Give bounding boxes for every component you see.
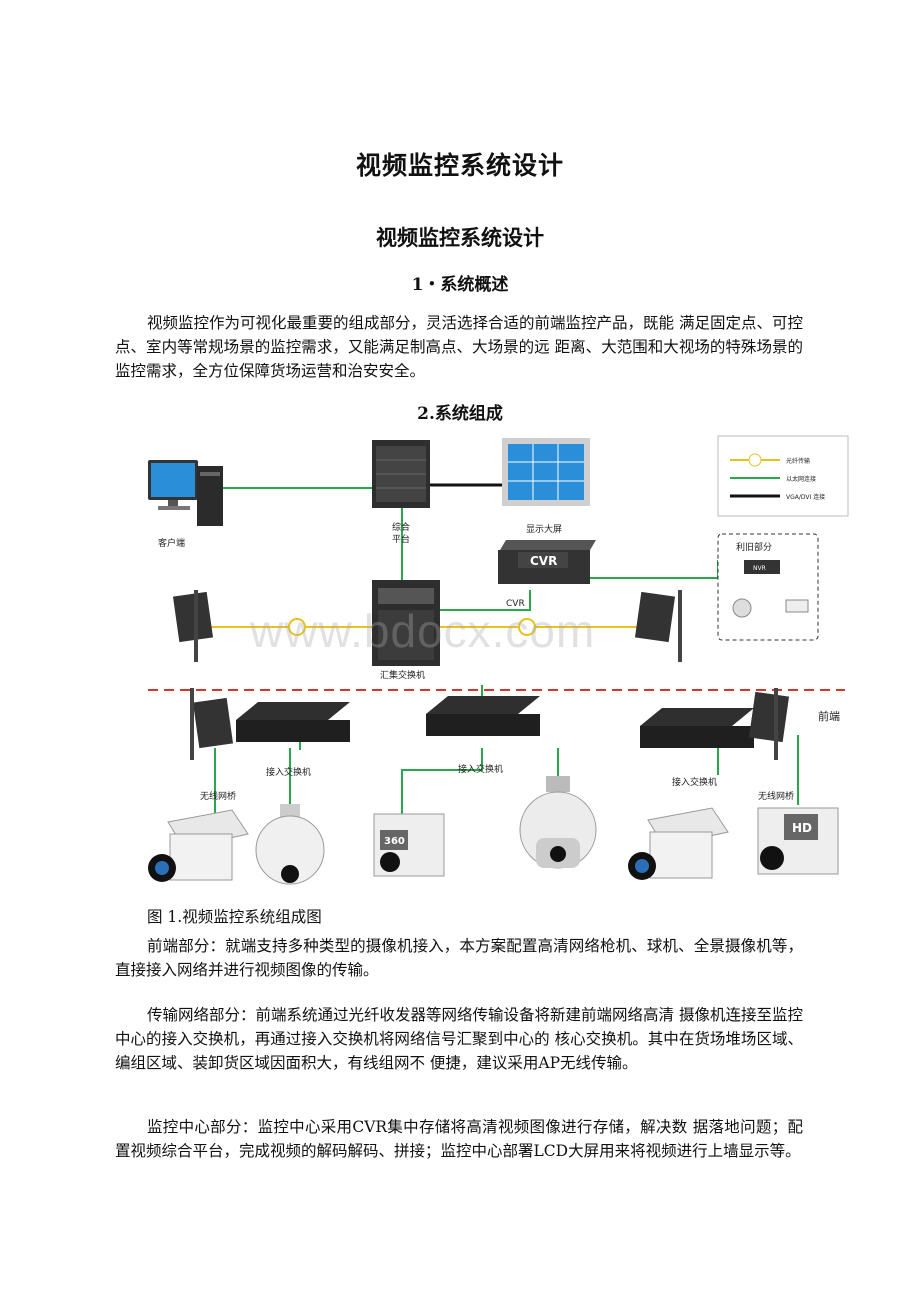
badge-360: 360 (384, 836, 405, 847)
hd-camera-icon (757, 807, 839, 875)
wireless-bridge-label-1: 无线网桥 (200, 790, 236, 802)
access-switch-label-1: 接入交换机 (266, 766, 311, 778)
legend-ethernet: 以太网连接 (786, 475, 816, 483)
section1-heading: 1・系统概述 (411, 275, 509, 295)
client-pc-icon (148, 460, 223, 526)
wireless-bridge-icon (172, 590, 682, 662)
access-switch-icon (236, 696, 754, 748)
access-switch-label-2: 接入交换机 (458, 763, 503, 775)
system-diagram: 客户端 综合 平台 显示大屏 光纤传输 以太网连接 VGA/DVI 连接 CVR… (140, 430, 852, 890)
badge-hd: HD (792, 821, 812, 835)
fiber-line (210, 618, 640, 636)
document-subtitle: 视频监控系统设计 (376, 225, 544, 250)
section2-heading: 2.系统组成 (417, 404, 503, 424)
client-label: 客户端 (158, 537, 185, 549)
platform-label: 综合 (392, 521, 410, 533)
wireless-bridge-label-2: 无线网桥 (758, 790, 794, 802)
cvr-storage-icon (498, 540, 596, 584)
cvr-box-text: CVR (530, 554, 557, 568)
page-title: 视频监控系统设计 (355, 151, 564, 180)
box-camera-icon (148, 809, 249, 882)
reuse-section-box (717, 533, 819, 641)
center-paragraph: 监控中心部分：监控中心采用CVR集中存储将高清视频图像进行存储，解决数 据落地问… (115, 1118, 803, 1160)
cvr-label: CVR (506, 599, 525, 609)
screen-label: 显示大屏 (526, 523, 562, 535)
reuse-label: 利旧部分 (736, 541, 772, 553)
figure-caption: 图 1.视频监控系统组成图 (147, 908, 322, 926)
panoramic-camera-icon (373, 813, 445, 877)
agg-switch-label: 汇集交换机 (380, 669, 425, 681)
video-wall-icon (502, 438, 590, 506)
legend-fiber: 光纤传输 (786, 457, 810, 465)
box-camera-icon-2 (628, 807, 729, 880)
section1-paragraph: 视频监控作为可视化最重要的组成部分，灵活选择合适的前端监控产品，既能 满足固定点… (115, 314, 803, 380)
access-switch-label-3: 接入交换机 (672, 776, 717, 788)
watermark: www.bdocx.com (250, 605, 596, 657)
platform-rack-icon (372, 440, 430, 508)
legend-vga: VGA/DVI 连接 (786, 493, 825, 501)
dome-camera-icon (255, 804, 325, 885)
frontend-label: 前端 (818, 709, 840, 723)
legend: 光纤传输 以太网连接 VGA/DVI 连接 (717, 435, 849, 517)
aggregation-switch-icon (372, 580, 440, 666)
nvr-label: NVR (753, 565, 766, 572)
network-paragraph: 传输网络部分：前端系统通过光纤收发器等网络传输设备将新建前端网络高清 摄像机连接… (115, 1006, 803, 1072)
platform-label-2: 平台 (392, 533, 410, 545)
speed-dome-icon (519, 776, 597, 869)
frontend-bridge-icon (190, 688, 790, 760)
frontend-paragraph: 前端部分：就端支持多种类型的摄像机接入，本方案配置高清网络枪机、球机、全景摄像机… (115, 937, 803, 979)
